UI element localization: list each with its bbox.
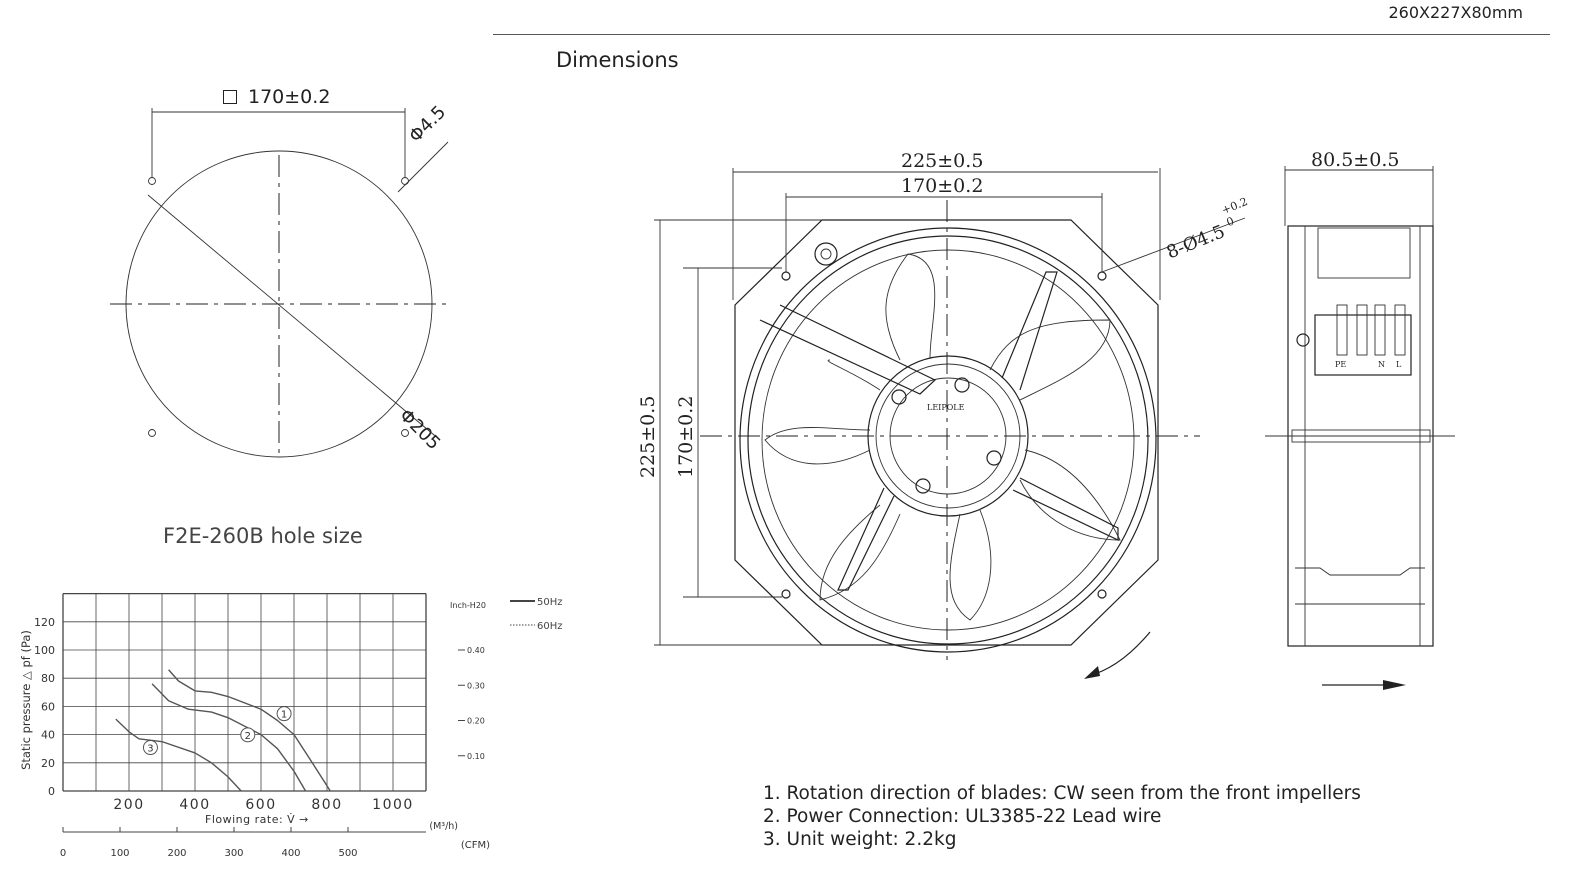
- notes-list: 1. Rotation direction of blades: CW seen…: [763, 782, 1361, 851]
- height-outer-label: 225±0.5: [637, 395, 659, 478]
- note-rotation: 1. Rotation direction of blades: CW seen…: [763, 783, 1361, 804]
- product-size-label: 260X227X80mm: [1388, 3, 1523, 22]
- height-holes-label: 170±0.2: [675, 395, 697, 478]
- hole-drawing-caption: F2E-260B hole size: [163, 524, 363, 548]
- screws: [891, 377, 1002, 494]
- fan-front-view: [654, 168, 1246, 679]
- width-outer-label: 225±0.5: [901, 150, 984, 172]
- fan-blades: [764, 253, 1121, 621]
- capacitor: [1317, 227, 1411, 279]
- width-holes-label: 170±0.2: [901, 175, 984, 197]
- cable-gland: [814, 242, 838, 266]
- header-divider: [493, 34, 1550, 35]
- section-title: Dimensions: [556, 48, 679, 72]
- fan-side-view: [1265, 166, 1455, 690]
- square-dim-icon: [223, 90, 237, 104]
- frame-spokes: [759, 271, 1119, 591]
- mount-holes: [781, 271, 1107, 599]
- terminal-pe: PE: [1335, 360, 1347, 369]
- depth-label: 80.5±0.5: [1311, 149, 1400, 171]
- terminal-l: L: [1396, 360, 1402, 369]
- hole-size-drawing: [110, 108, 449, 458]
- terminal-block: [1314, 314, 1412, 376]
- square-dim-label: 170±0.2: [248, 86, 331, 108]
- terminal-n: N: [1378, 360, 1385, 369]
- note-weight: 3. Unit weight: 2.2kg: [763, 829, 957, 850]
- fan-frame: [734, 219, 1159, 646]
- mount-hole-markers: [148, 177, 409, 437]
- note-power: 2. Power Connection: UL3385-22 Lead wire: [763, 806, 1162, 827]
- hub-brand-label: LEIPOLE: [927, 403, 965, 412]
